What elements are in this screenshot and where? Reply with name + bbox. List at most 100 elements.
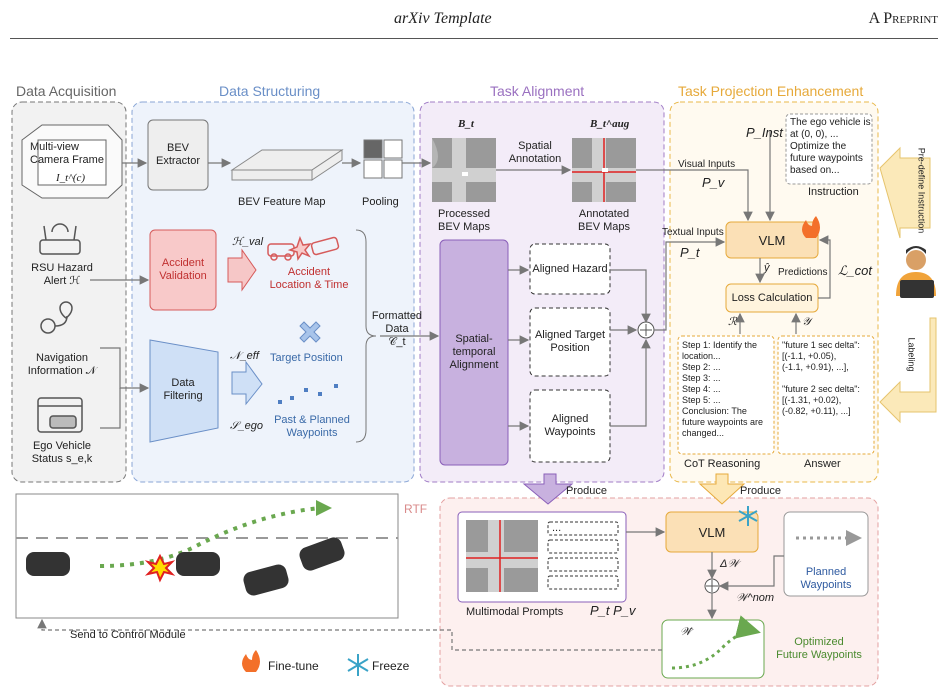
rtf-bev-map [466,520,538,592]
aligned-hazard-label: Aligned Hazard [532,262,608,275]
bev-feature-map [230,149,344,181]
accident-validation-label: Accident Validation [159,257,207,282]
pv-label: P_v [702,175,725,190]
legend-finetune: Fine-tune [268,659,319,673]
instruction-text: The ego vehicle is at (0, 0), ... Optimi… [790,117,871,176]
accident-location-label: Accident Location & Time [269,266,349,291]
rsu-label: RSU Hazard Alert ℋ [31,262,93,287]
answer-label: Answer [804,458,841,470]
textual-inputs-label: Textual Inputs [662,227,724,238]
labeling-arrow [879,317,937,424]
instruction-box [785,113,873,185]
bt-label: B_t [458,118,474,130]
produce-label-2: Produce [740,485,781,497]
predictions-label: Predictions [778,267,828,278]
pooling-label: Pooling [362,196,399,208]
h-val-label: ℋ_val [232,236,264,248]
answer-text: "future 1 sec delta": [(-1.1, +0.05), (-… [782,340,860,416]
bev-feature-label: BEV Feature Map [238,196,326,208]
title-alignment: Task Alignment [490,83,585,99]
fire-icon-legend [242,650,260,672]
y-label: 𝒴 [802,316,811,328]
pt-pv-label: P_t P_v [590,603,636,618]
nav-label: Navigation Information 𝒩 [27,352,97,377]
bt-aug-label: B_t^aug [590,118,630,130]
pt-label: P_t [680,245,700,260]
processed-bev-map [432,138,496,202]
router-icon [39,223,81,255]
camera-symbol: I_t^(c) [56,172,86,184]
header-title: arXiv Template [394,10,492,27]
r-label: ℛ [728,316,737,328]
snowflake-icon-legend [347,654,369,676]
target-position-label: Target Position [270,352,343,364]
crash-cars-icon [267,235,340,262]
predefine-label: Pre-define Instruction [916,147,927,234]
header-right: A Preprint [868,10,938,27]
optimized-waypoints-label: Optimized Future Waypoints [776,636,862,661]
accident-arrow [227,248,257,292]
cot-box [677,335,775,455]
bev-extractor-box [147,119,209,191]
aligned-waypoints-label: Aligned Waypoints [544,413,596,438]
header-rule [10,38,938,39]
camera-frame-icon [21,124,123,199]
navigation-icon [40,301,73,334]
processed-bev-label: Processed BEV Maps [438,208,490,233]
multimodal-label: Multimodal Prompts [466,606,564,618]
aligned-hazard-box [529,243,611,295]
y-hat-label: ŷ [764,262,770,274]
answer-box [777,335,875,455]
send-control-label: Send to Control Module [70,629,186,641]
fire-icon-vlm [802,216,820,238]
predefine-arrow [879,146,931,239]
road-scene [16,500,398,596]
ego-label: Ego Vehicle Status s_e,k [31,440,93,465]
pooling-grid [363,139,403,179]
visual-inputs-label: Visual Inputs [678,159,736,170]
filtering-arrow [231,360,263,406]
title-structuring: Data Structuring [219,83,321,99]
spatial-temporal-box [439,239,509,466]
ego-vehicle-icon [37,397,83,433]
s-ego-label: 𝒮_ego [230,420,263,432]
waypoints-label: Past & Planned Waypoints [274,414,350,439]
vlm-label: VLM [758,232,786,248]
title-rtf: RTF [404,502,428,516]
annotated-bev-map [572,138,636,202]
slot-dots-1: ... [552,522,562,534]
legend-freeze: Freeze [372,659,410,673]
instruction-label: Instruction [808,186,859,198]
produce-arrow-2 [698,473,746,505]
brace [355,229,377,443]
title-acquisition: Data Acquisition [16,83,117,99]
aligned-target-label: Aligned Target Position [534,329,606,354]
waypoints-dots-icon [278,384,338,404]
formatted-data-label: Formatted Data 𝒞_t [371,310,423,348]
delta-w-label: Δ𝒲 [720,558,739,570]
labeling-label: Labeling [906,337,917,372]
data-filtering-label: Data Filtering [163,377,203,402]
annotated-bev-label: Annotated BEV Maps [578,208,630,233]
p-inst-label: P_Inst [746,125,783,140]
cot-text: Step 1: Identify the location... Step 2:… [682,340,764,438]
camera-label: Multi-view Camera Frame [30,141,104,166]
planned-waypoints-label: Planned Waypoints [800,566,852,591]
loss-label: Loss Calculation [731,291,813,304]
n-eff-label: 𝒩_eff [230,350,259,362]
title-tpe: Task Projection Enhancement [678,83,864,99]
cot-reasoning-label: CoT Reasoning [684,458,761,470]
l-cot-label: ℒ_cot [838,263,872,278]
rtf-vlm-label: VLM [698,524,726,540]
w-nom-label: 𝒲^nom [736,592,775,604]
bev-extractor-label: BEV Extractor [155,142,200,167]
data-filtering-box [149,339,219,443]
user-icon [896,246,936,298]
accident-validation-box [149,229,217,311]
produce-arrow-1 [522,473,574,505]
w-hat-label: 𝒲̂ [680,626,692,638]
optimized-waypoints-box [661,619,765,679]
prompt-slots [547,521,619,590]
target-position-icon [299,321,321,343]
